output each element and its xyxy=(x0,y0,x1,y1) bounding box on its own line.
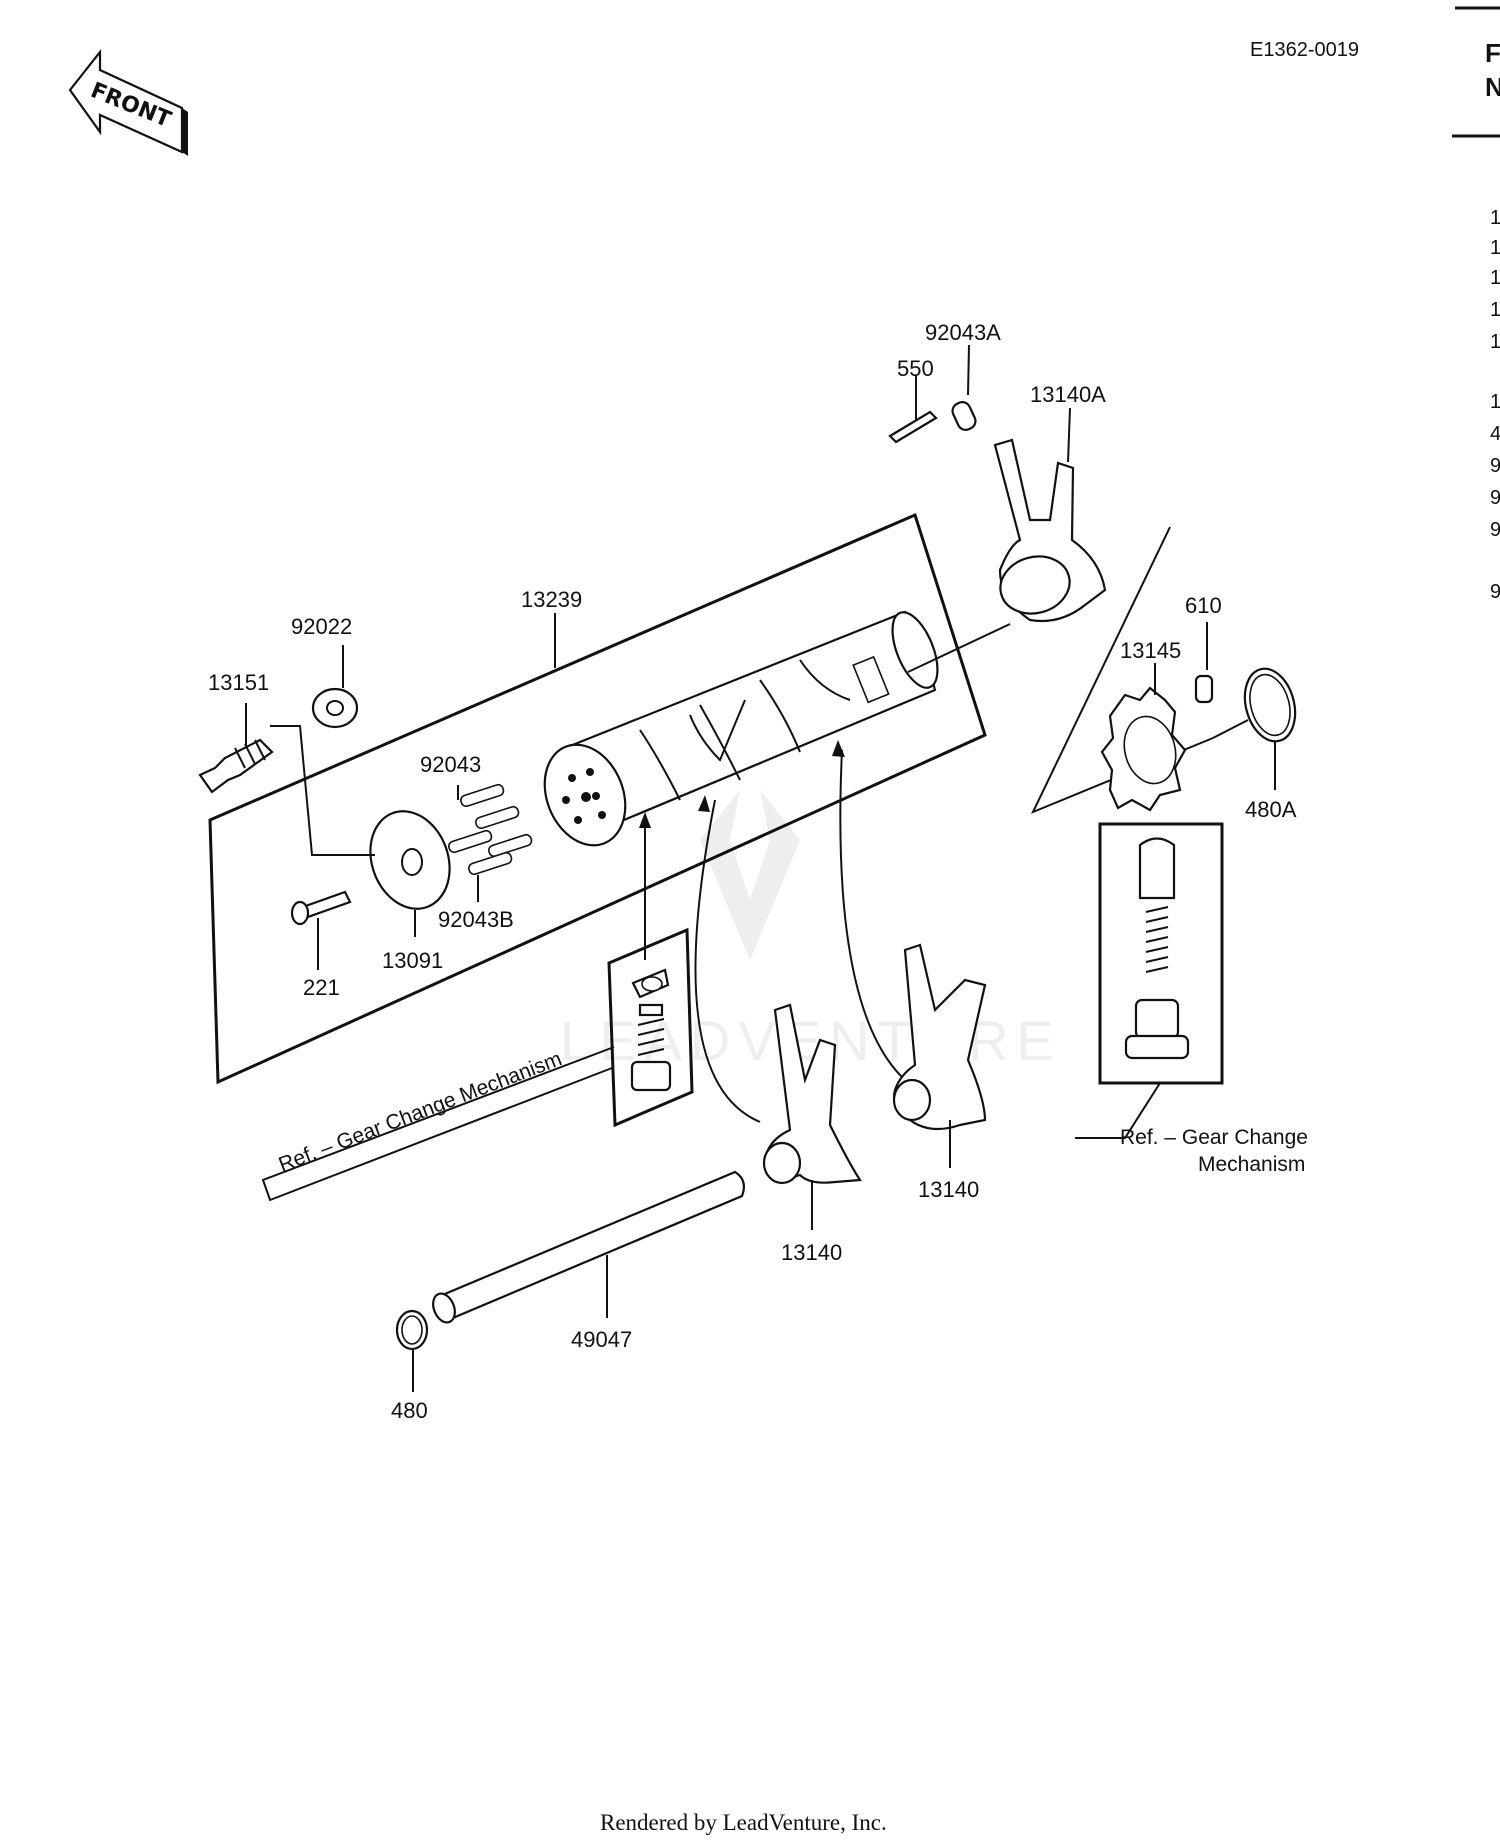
part-label: 13140 xyxy=(918,1177,979,1202)
cam-plate-13091 xyxy=(369,810,451,910)
pin-92043A xyxy=(951,401,977,431)
circlip-480 xyxy=(395,1309,429,1351)
shift-fork-13140-right xyxy=(892,943,987,1131)
pin-610 xyxy=(1194,674,1214,704)
part-label: 480 xyxy=(391,1398,428,1423)
part-label: 92043 xyxy=(420,752,481,777)
part-label: 92043A xyxy=(925,320,1001,345)
part-label: 92043B xyxy=(438,907,514,932)
edge-char: 1 xyxy=(1490,299,1500,321)
cotter-pin-550 xyxy=(888,410,938,444)
edge-char: 1 xyxy=(1490,331,1500,353)
edge-char: 1 xyxy=(1490,207,1500,229)
edge-char: 1 xyxy=(1490,391,1500,413)
pins-92043 xyxy=(448,783,533,876)
star-plate-13145 xyxy=(1100,686,1187,812)
detent-box-right xyxy=(1098,822,1224,1085)
edge-char: 1 xyxy=(1490,237,1500,259)
part-label: 610 xyxy=(1185,593,1222,618)
diagram-code: E1362-0019 xyxy=(1250,39,1359,61)
shift-fork-13140A xyxy=(993,438,1107,623)
neutral-switch-13151 xyxy=(198,738,274,794)
part-label: 13140A xyxy=(1030,382,1106,407)
washer-92022 xyxy=(311,687,359,729)
leader-lines xyxy=(245,344,1276,1392)
circlip-480A xyxy=(1243,667,1297,743)
fork-shaft-49047 xyxy=(432,1170,745,1324)
ref-label-right-line2: Mechanism xyxy=(1198,1153,1305,1176)
assembly-arrows xyxy=(639,740,906,1123)
shift-drum xyxy=(543,610,939,847)
part-label: 13091 xyxy=(382,948,443,973)
part-label: 13151 xyxy=(208,670,269,695)
shift-fork-13140-left xyxy=(762,1003,862,1185)
edge-char: 9 xyxy=(1490,581,1500,603)
part-label: 480A xyxy=(1245,797,1297,822)
assembly-frame xyxy=(208,512,987,1085)
ref-label-right-line1: Ref. – Gear Change xyxy=(1120,1126,1308,1149)
watermark-logo: LEADVENTURE xyxy=(560,790,1054,1072)
screw-221 xyxy=(290,890,352,926)
detent-box-left xyxy=(607,927,694,1128)
part-label: 92022 xyxy=(291,614,352,639)
edge-char: 4 xyxy=(1490,423,1500,445)
edge-char: F xyxy=(1485,38,1500,68)
part-label: 13239 xyxy=(521,587,582,612)
edge-char: 9 xyxy=(1490,519,1500,541)
edge-char: 1 xyxy=(1490,267,1500,289)
part-label: 13140 xyxy=(781,1240,842,1265)
part-label: 49047 xyxy=(571,1327,632,1352)
footer-credit: Rendered by LeadVenture, Inc. xyxy=(600,1810,887,1835)
edge-char: 9 xyxy=(1490,487,1500,509)
edge-char: N xyxy=(1485,72,1500,102)
right-edge-partial: F N 1 1 1 1 1 1 4 9 9 9 9 xyxy=(1452,6,1500,603)
part-label: 550 xyxy=(897,356,934,381)
edge-char: 9 xyxy=(1490,455,1500,477)
ref-bracket-left xyxy=(261,1046,615,1202)
ref-label-left: Ref. – Gear Change Mechanism xyxy=(276,1047,565,1176)
part-label: 13145 xyxy=(1120,638,1181,663)
detent-plunger-left xyxy=(630,968,672,1092)
detent-plunger-right xyxy=(1124,837,1190,1060)
part-label: 221 xyxy=(303,975,340,1000)
front-arrow-icon: FRONT xyxy=(68,48,188,156)
